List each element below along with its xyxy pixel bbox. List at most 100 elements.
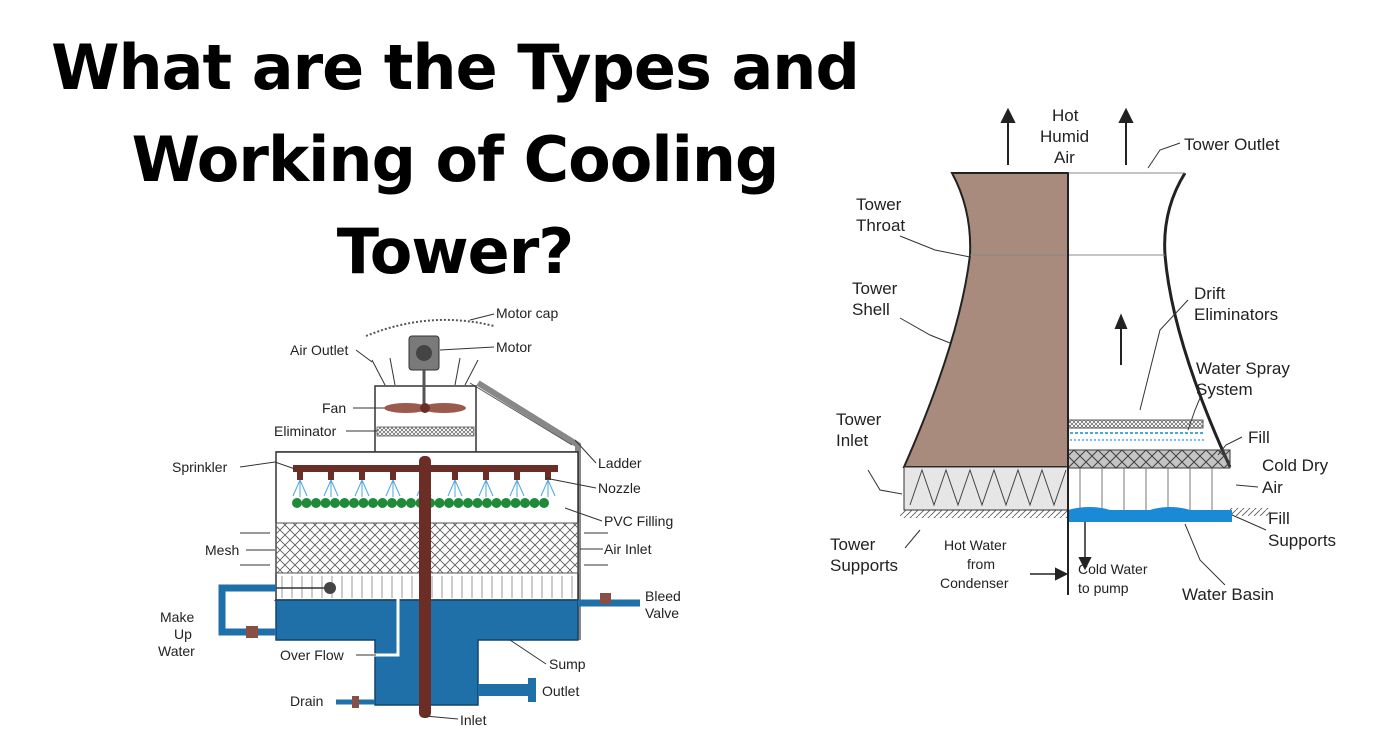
label-hot-1: Hot [1052, 106, 1079, 125]
nozzle [297, 472, 303, 480]
float [324, 582, 336, 594]
label-tower-shell-1: Tower [852, 279, 898, 298]
nozzle [328, 472, 334, 480]
pvc-ball [434, 498, 445, 508]
label-tower-shell-2: Shell [852, 300, 890, 319]
label-tower-throat-1: Tower [856, 195, 902, 214]
title-line-1: What are the Types and [51, 31, 860, 104]
title-line-2: Working of Cooling [131, 123, 780, 196]
label-tower-outlet: Tower Outlet [1184, 135, 1280, 154]
page-title: What are the Types and Working of Coolin… [30, 22, 880, 298]
label-bleed-valve-2: Valve [645, 605, 679, 621]
inlet-riser [419, 456, 431, 718]
pvc-ball [529, 498, 540, 508]
label-fill-supports-1: Fill [1268, 509, 1290, 528]
spray [509, 479, 525, 497]
pvc-ball [339, 498, 350, 508]
label-fan: Fan [322, 400, 346, 416]
pvc-ball [377, 498, 388, 508]
nozzle [483, 472, 489, 480]
label-ladder: Ladder [598, 455, 642, 471]
label-outlet: Outlet [542, 683, 579, 699]
label-cold-dry-1: Cold Dry [1262, 456, 1329, 475]
pvc-ball [311, 498, 321, 508]
label-sump: Sump [549, 656, 586, 672]
spray [447, 479, 463, 497]
label-drain: Drain [290, 693, 323, 709]
pvc-ball [330, 498, 340, 508]
pvc-ball [482, 498, 492, 508]
label-over-flow: Over Flow [280, 647, 345, 663]
label-make-up-water-2: Up [174, 626, 192, 642]
label-fill: Fill [1248, 428, 1270, 447]
spray [540, 479, 556, 497]
label-drift-2: Eliminators [1194, 305, 1278, 324]
label-tower-throat-2: Throat [856, 216, 905, 235]
ground-left [900, 510, 1068, 518]
label-air-inlet: Air Inlet [604, 541, 652, 557]
pvc-ball [453, 498, 464, 508]
pvc-ball [320, 498, 331, 508]
label-hot-2: Humid [1040, 127, 1089, 146]
spray [292, 479, 308, 497]
tower-shell-outline [1163, 172, 1232, 468]
fill-supports [1079, 468, 1213, 510]
label-air-outlet: Air Outlet [290, 342, 348, 358]
label-cold-dry-2: Air [1262, 478, 1283, 497]
label-hot-3: Air [1054, 148, 1075, 167]
label-spray-1: Water Spray [1196, 359, 1290, 378]
label-mesh: Mesh [205, 542, 239, 558]
pvc-ball [501, 498, 511, 508]
pvc-ball [539, 498, 549, 508]
pvc-ball [301, 498, 312, 508]
pvc-ball [406, 498, 416, 508]
nozzle [452, 472, 458, 480]
bleed-valve [600, 593, 611, 604]
pvc-ball [444, 498, 454, 508]
pvc-ball [292, 498, 302, 508]
pvc-ball [358, 498, 369, 508]
label-motor-cap: Motor cap [496, 305, 558, 321]
fan [384, 403, 428, 413]
label-bleed-valve-1: Bleed [645, 588, 681, 604]
nozzle [390, 472, 396, 480]
pvc-ball [472, 498, 483, 508]
label-pvc-filling: PVC Filling [604, 513, 673, 529]
label-make-up-water-1: Make [160, 609, 194, 625]
air-flow-arrows [1000, 107, 1134, 581]
label-spray-2: System [1196, 380, 1253, 399]
label-sprinkler: Sprinkler [172, 459, 228, 475]
pvc-ball [491, 498, 502, 508]
label-inlet: Inlet [460, 712, 487, 728]
tower-supports-zigzag [909, 468, 1067, 507]
label-hot-water-2: from [967, 556, 995, 572]
label-hot-water-3: Condenser [940, 575, 1009, 591]
air-outlet-arrows [371, 357, 479, 386]
pvc-ball [463, 498, 473, 508]
pvc-ball [368, 498, 378, 508]
label-motor: Motor [496, 339, 532, 355]
motor-cap [365, 318, 495, 337]
nozzle [359, 472, 365, 480]
label-water-basin: Water Basin [1182, 585, 1274, 604]
pvc-filling [292, 498, 549, 508]
label-cold-water-1: Cold Water [1078, 561, 1148, 577]
spray [385, 479, 401, 497]
make-up-valve [246, 626, 258, 638]
title-line-3: Tower? [336, 215, 575, 288]
pvc-ball [510, 498, 521, 508]
label-make-up-water-3: Water [158, 643, 195, 659]
label-drift-1: Drift [1194, 284, 1225, 303]
spray [323, 479, 339, 497]
label-eliminator: Eliminator [274, 423, 337, 439]
drift-eliminator-bed [1067, 419, 1204, 429]
nozzle [514, 472, 520, 480]
pvc-ball [520, 498, 530, 508]
pvc-ball [396, 498, 407, 508]
label-nozzle: Nozzle [598, 480, 641, 496]
label-tower-supports-2: Supports [830, 556, 898, 575]
label-tower-inlet-1: Tower [836, 410, 882, 429]
label-hot-water-1: Hot Water [944, 537, 1007, 553]
